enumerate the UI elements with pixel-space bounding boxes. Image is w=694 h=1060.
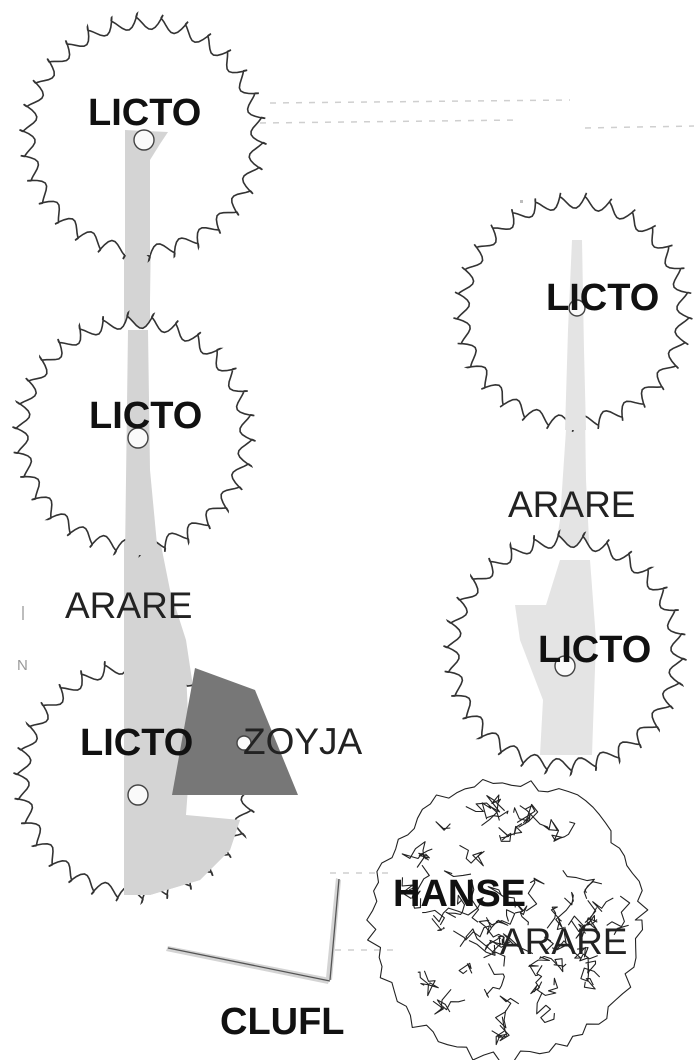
- label-zoyja: ZOYJA: [243, 721, 363, 762]
- label-licto-4: LICTO: [538, 629, 651, 671]
- blob-squiggle: [552, 822, 575, 841]
- blob-squiggle: [436, 822, 450, 830]
- label-clufl: CLUFL: [220, 1001, 345, 1043]
- label-licto-1: LICTO: [88, 92, 201, 134]
- label-licto-5: LICTO: [80, 722, 193, 764]
- blob-squiggle: [538, 978, 558, 995]
- pivot-3: [128, 785, 148, 805]
- label-arare-blob: ARARE: [500, 921, 627, 962]
- blob-squiggle: [484, 964, 504, 998]
- blob-squiggle: [584, 882, 602, 899]
- label-arare-right: ARARE: [508, 484, 635, 525]
- blob-squiggle: [460, 845, 485, 865]
- label-arare-left: ARARE: [65, 585, 192, 626]
- angle-shape: [166, 878, 341, 984]
- label-licto-2: LICTO: [89, 395, 202, 437]
- angle-arm-1: [166, 946, 330, 984]
- blob-squiggle: [526, 878, 544, 911]
- blob-squiggle: [459, 963, 472, 973]
- blob-squiggle: [496, 996, 519, 1028]
- angle-arm-2: [326, 878, 341, 980]
- blob-squiggle: [537, 993, 555, 1023]
- margin-mark: N: [17, 657, 28, 674]
- blob-squiggle: [453, 926, 491, 940]
- blob-outline: [367, 780, 648, 1060]
- blob-squiggle: [466, 803, 497, 826]
- label-licto-3: LICTO: [546, 277, 659, 319]
- blob-squiggle: [563, 870, 595, 893]
- gears: [13, 14, 693, 903]
- scribble-blob: [367, 780, 648, 1060]
- label-hanse: HANSE: [393, 873, 526, 915]
